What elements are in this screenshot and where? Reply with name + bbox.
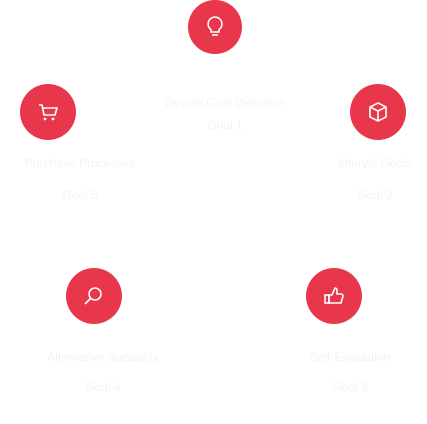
node-subtitle-self-evaluation: Goal 3 [332, 380, 368, 394]
node-subtitle-goal-definition: Goal 1 [207, 118, 243, 132]
node-title-alternative-suitability: Alternative Suitability [47, 350, 159, 364]
node-circle-purchase-processes [20, 84, 76, 140]
cart-icon [39, 104, 59, 121]
node-circle-interval-goals [350, 84, 406, 140]
node-circle-goal-definition [188, 0, 242, 54]
node-circle-alternative-suitability [66, 268, 122, 324]
node-subtitle-purchase-processes: Goal 5 [62, 188, 98, 202]
thumbs-up-icon [324, 287, 344, 304]
node-circle-self-evaluation [306, 268, 362, 324]
lightbulb-icon [207, 16, 223, 36]
box-icon [369, 102, 387, 122]
node-title-goal-definition: Overall Goal Definition [164, 96, 286, 110]
node-subtitle-alternative-suitability: Goal 4 [85, 380, 121, 394]
node-title-interval-goals: Interval Goals [337, 156, 413, 170]
node-title-self-evaluation: Self-Evaluation [309, 350, 391, 364]
node-subtitle-interval-goals: Goal 2 [357, 188, 393, 202]
search-icon [84, 287, 102, 305]
node-title-purchase-processes: Purchase Processes [24, 156, 136, 170]
